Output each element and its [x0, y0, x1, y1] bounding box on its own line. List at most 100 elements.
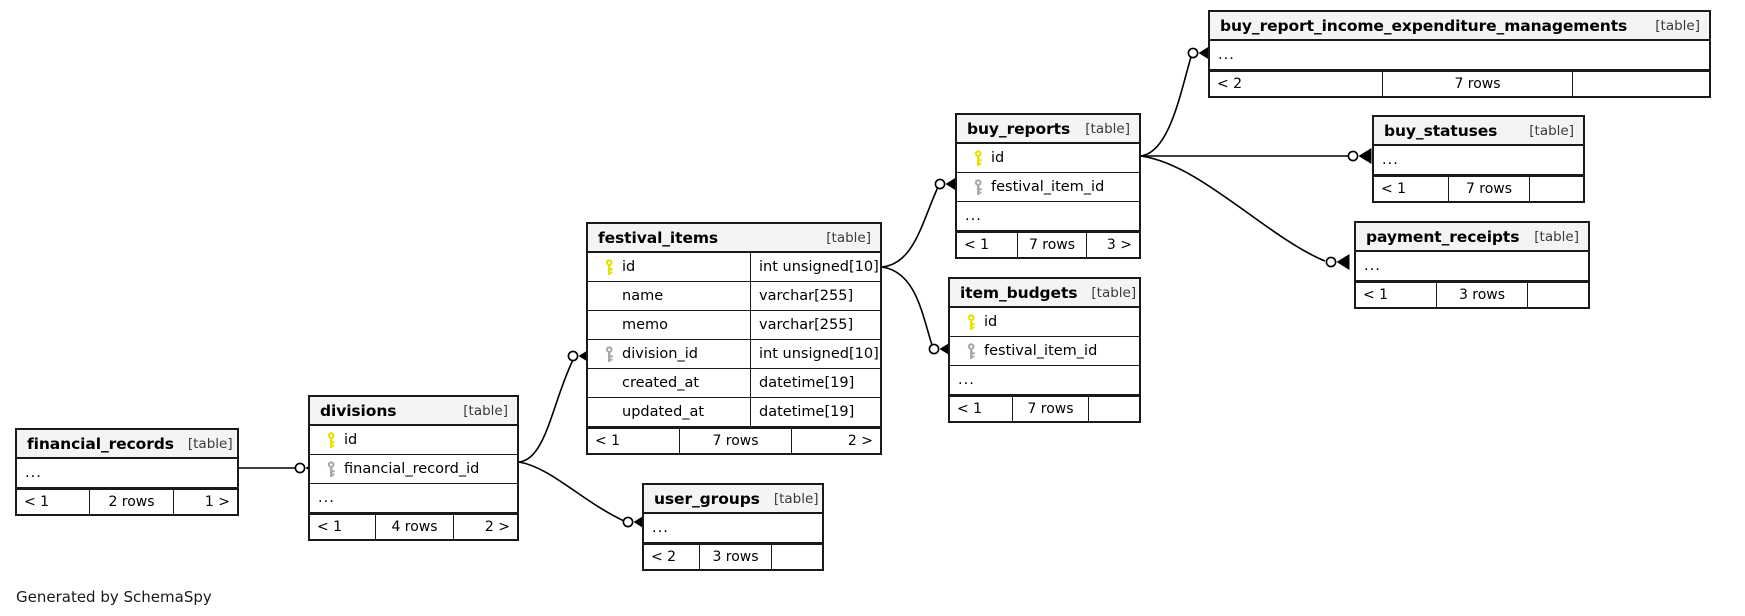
column-row[interactable]: id [957, 144, 1139, 173]
relationship-festival_items-to-buy_reports [881, 176, 959, 268]
footer-prev-count[interactable]: < 1 [1381, 181, 1407, 197]
table-header-festival_items[interactable]: festival_items[table] [588, 224, 880, 253]
column-name-label: id [984, 314, 998, 330]
column-name-cell: financial_record_id [310, 455, 517, 483]
column-name-label: id [991, 150, 1005, 166]
table-box-buy_reports[interactable]: buy_reports[table]id festival_item_id... <… [955, 113, 1141, 259]
table-type-tag: [table] [1534, 228, 1579, 245]
column-name-cell: id [588, 253, 750, 281]
column-name-label: updated_at [622, 404, 705, 420]
more-columns-ellipsis: ... [957, 202, 1139, 231]
column-row[interactable]: financial_record_id [310, 455, 517, 484]
footer-next-count[interactable] [1530, 177, 1583, 201]
footer-next-count[interactable] [1089, 397, 1139, 421]
table-name-label: financial_records [27, 434, 174, 453]
cardinality-circle-marker [928, 343, 940, 355]
relationship-line [1140, 56, 1192, 157]
footer-next-count[interactable]: 2 > [484, 519, 510, 535]
column-row[interactable]: id [950, 308, 1139, 337]
column-type-cell: datetime[19] [750, 369, 880, 397]
primary-key-icon [960, 313, 982, 331]
footer-prev-count[interactable]: < 1 [957, 401, 983, 417]
table-footer-item_budgets: < 1 7 rows [950, 395, 1139, 421]
table-box-item_budgets[interactable]: item_budgets[table]id festival_item_id...… [948, 277, 1141, 423]
column-row[interactable]: created_at datetime[19] [588, 369, 880, 398]
table-header-divisions[interactable]: divisions[table] [310, 397, 517, 426]
table-header-buy_reports[interactable]: buy_reports[table] [957, 115, 1139, 144]
column-row[interactable]: id [310, 426, 517, 455]
table-box-buy_report_income_expenditure_managements[interactable]: buy_report_income_expenditure_management… [1208, 10, 1711, 98]
table-name-label: item_budgets [960, 283, 1078, 302]
footer-next-count[interactable] [772, 545, 822, 569]
column-type-cell: int unsigned[10] [750, 253, 880, 281]
more-columns-ellipsis: ... [950, 366, 1139, 395]
footer-prev-count[interactable]: < 1 [1363, 287, 1389, 303]
column-name-cell: division_id [588, 340, 750, 368]
relationship-line [518, 461, 625, 522]
table-header-buy_statuses[interactable]: buy_statuses[table] [1374, 117, 1583, 146]
more-columns-ellipsis: ... [644, 514, 822, 543]
footer-next-count[interactable]: 2 > [847, 433, 873, 449]
column-row[interactable]: division_id int unsigned[10] [588, 340, 880, 369]
column-name-label: festival_item_id [984, 343, 1098, 359]
footer-row-count: 7 rows [1012, 397, 1089, 421]
column-name-cell: festival_item_id [957, 173, 1139, 201]
footer-row-count: 7 rows [1017, 233, 1087, 257]
footer-prev-count[interactable]: < 1 [595, 433, 621, 449]
footer-row-count: 4 rows [375, 515, 454, 539]
relationship-line [881, 186, 939, 268]
table-header-financial_records[interactable]: financial_records[table] [17, 430, 237, 459]
column-name-label: division_id [622, 346, 698, 362]
footer-prev-count[interactable]: < 2 [651, 549, 677, 565]
table-type-tag: [table] [826, 229, 871, 246]
footer-prev-count[interactable]: < 2 [1217, 76, 1243, 92]
relationship-divisions-to-user_groups [518, 461, 647, 530]
column-name-label: memo [622, 317, 669, 333]
table-header-user_groups[interactable]: user_groups[table] [644, 485, 822, 514]
table-name-label: divisions [320, 401, 397, 420]
table-name-label: buy_report_income_expenditure_management… [1220, 16, 1628, 35]
column-type-cell: varchar[255] [750, 282, 880, 310]
footer-row-count: 7 rows [1448, 177, 1530, 201]
column-name-cell: updated_at [588, 398, 750, 426]
column-name-label: created_at [622, 375, 700, 391]
column-name-cell: festival_item_id [950, 337, 1139, 365]
relationship-financial_records-to-divisions [239, 460, 319, 476]
footer-next-count[interactable] [1528, 283, 1588, 307]
footer-next-count[interactable] [1573, 72, 1709, 96]
footer-next-count[interactable]: 1 > [204, 494, 230, 510]
cardinality-circle-marker [294, 462, 306, 474]
footer-prev-count[interactable]: < 1 [317, 519, 343, 535]
column-row[interactable]: festival_item_id [950, 337, 1139, 366]
footer-prev-count[interactable]: < 1 [24, 494, 50, 510]
relationship-line [1140, 155, 1326, 262]
cardinality-circle-marker [567, 350, 579, 362]
table-header-buy_report_income_expenditure_managements[interactable]: buy_report_income_expenditure_management… [1210, 12, 1709, 41]
column-row[interactable]: festival_item_id [957, 173, 1139, 202]
footer-row-count: 2 rows [89, 490, 174, 514]
footer-prev-count[interactable]: < 1 [964, 237, 990, 253]
primary-key-icon [598, 258, 620, 276]
footer-next-count[interactable]: 3 > [1106, 237, 1132, 253]
column-type-cell: int unsigned[10] [750, 340, 880, 368]
relationship-arrowhead [1336, 254, 1350, 270]
column-name-cell: id [310, 426, 517, 454]
column-name-cell: id [957, 144, 1139, 172]
table-type-tag: [table] [773, 490, 819, 507]
table-header-item_budgets[interactable]: item_budgets[table] [950, 279, 1139, 308]
table-header-payment_receipts[interactable]: payment_receipts[table] [1356, 223, 1588, 252]
primary-key-icon [967, 149, 989, 167]
table-name-label: buy_reports [967, 119, 1071, 138]
